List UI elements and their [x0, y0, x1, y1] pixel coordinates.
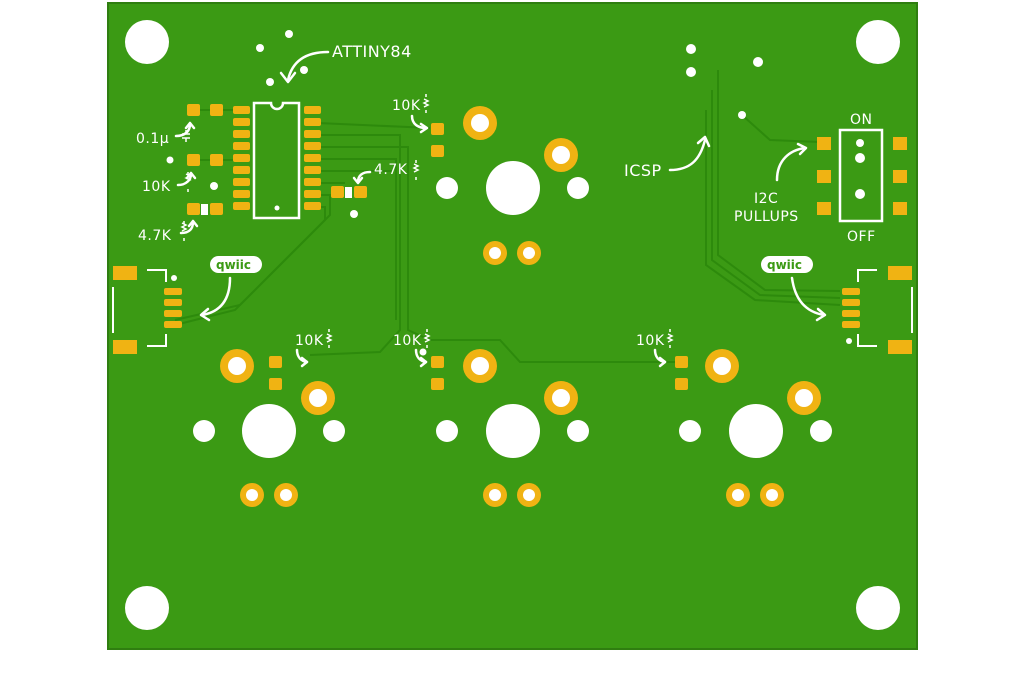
resistor-10k-switch3-label: 10K — [636, 333, 665, 349]
qwiic-logo-right: qwiic — [761, 256, 813, 273]
key-switch-top — [436, 106, 589, 265]
resistor-4-7k-left-label: 4.7K — [138, 228, 172, 244]
switch-on-label: ON — [850, 112, 873, 128]
cap-label: 0.1µ — [136, 131, 169, 147]
vias — [166, 30, 852, 356]
qwiic-right-text: qwiic — [767, 258, 802, 272]
board-substrate — [107, 2, 918, 650]
key-switch-bottom-left — [193, 349, 345, 507]
passives — [187, 104, 688, 390]
pullups-label: PULLUPS — [734, 209, 799, 225]
mounting-hole-bottom-right — [856, 586, 900, 630]
component-body-marks — [201, 187, 352, 215]
i2c-label: I2C — [754, 191, 778, 207]
icsp-label: ICSP — [624, 161, 662, 180]
key-switch-bottom-right — [679, 349, 832, 507]
i2c-pullup-switch — [817, 128, 907, 223]
switch-off-label: OFF — [847, 229, 876, 245]
resistor-10k-switch2-label: 10K — [393, 333, 422, 349]
key-switch-bottom-middle — [436, 349, 589, 507]
qwiic-connector-right — [842, 266, 913, 354]
qwiic-connector-left — [112, 266, 182, 354]
qwiic-logo-left: qwiic — [210, 256, 262, 273]
attiny84-chip — [233, 101, 321, 220]
mounting-hole-top-left — [125, 20, 169, 64]
mounting-hole-bottom-left — [125, 586, 169, 630]
silkscreen-arrows — [174, 50, 827, 368]
resistor-symbols — [180, 94, 674, 348]
qwiic-left-text: qwiic — [216, 258, 251, 272]
resistor-10k-top-label: 10K — [392, 98, 421, 114]
mounting-holes — [125, 20, 900, 630]
resistor-10k-switch1-label: 10K — [295, 333, 324, 349]
resistor-10k-left-label: 10K — [142, 179, 171, 195]
attiny84-label: ATTINY84 — [332, 42, 412, 61]
mounting-hole-top-right — [856, 20, 900, 64]
resistor-4-7k-mid-label: 4.7K — [374, 162, 408, 178]
